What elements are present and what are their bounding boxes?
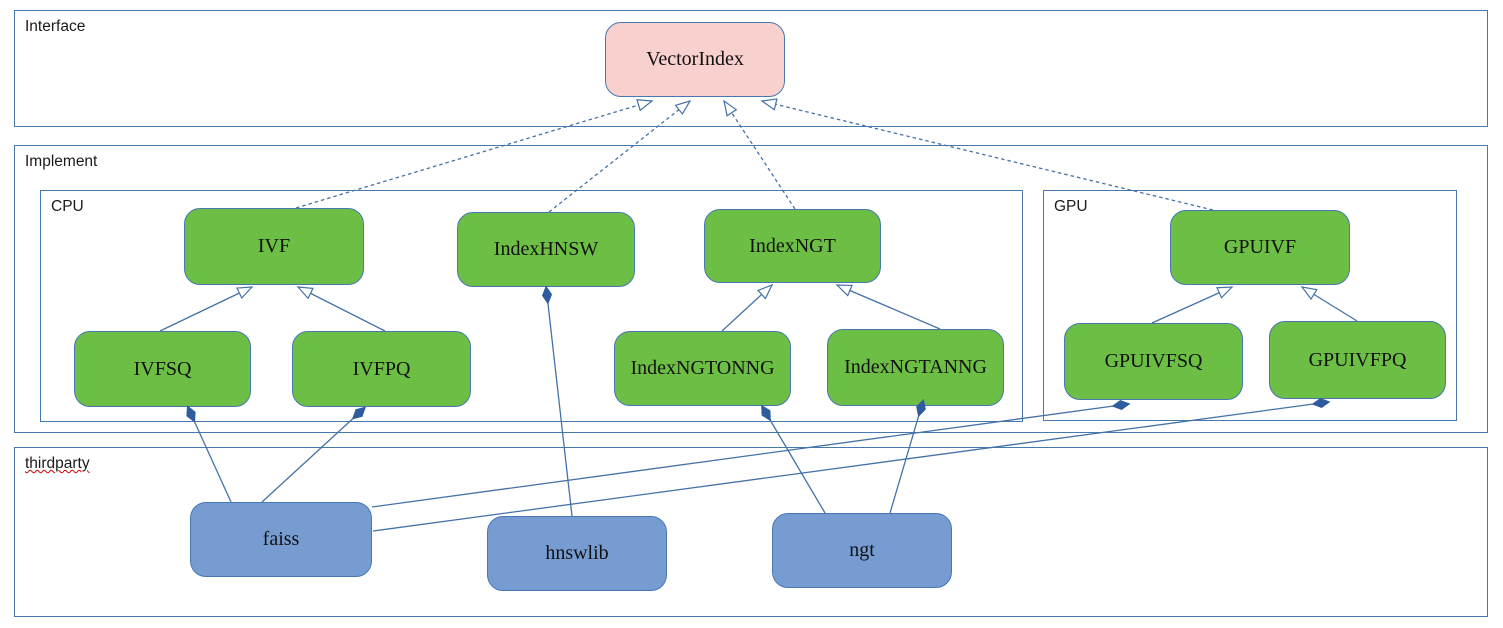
node-label-ivf: IVF	[257, 235, 291, 257]
node-label-ivfsq: IVFSQ	[133, 357, 192, 380]
node-vectorindex: VectorIndex	[605, 22, 785, 97]
node-gpuivfpq: GPUIVFPQ	[1269, 321, 1446, 399]
node-label-indexngtanng: IndexNGTANNG	[844, 356, 987, 378]
node-ivf: IVF	[184, 208, 364, 285]
node-label-faiss: faiss	[262, 528, 300, 550]
section-label-cpu: CPU	[51, 198, 84, 215]
section-label-implement: Implement	[25, 153, 98, 170]
node-label-gpuivf: GPUIVF	[1223, 236, 1297, 258]
section-label-interface: Interface	[25, 18, 86, 35]
node-label-indexngtonng: IndexNGTONNG	[630, 357, 775, 379]
section-label-gpu: GPU	[1054, 198, 1088, 215]
node-label-ivfpq: IVFPQ	[352, 357, 411, 380]
node-gpuivfsq: GPUIVFSQ	[1064, 323, 1243, 400]
node-indexngt: IndexNGT	[704, 209, 881, 283]
node-faiss: faiss	[190, 502, 372, 577]
node-label-indexngt: IndexNGT	[749, 234, 836, 257]
node-label-vectorindex: VectorIndex	[646, 48, 744, 70]
node-label-gpuivfsq: GPUIVFSQ	[1104, 350, 1203, 372]
node-ngt: ngt	[772, 513, 952, 588]
node-label-hnswlib: hnswlib	[545, 542, 609, 564]
node-indexhnsw: IndexHNSW	[457, 212, 635, 287]
node-indexngtonng: IndexNGTONNG	[614, 331, 791, 406]
node-label-ngt: ngt	[849, 539, 875, 561]
node-hnswlib: hnswlib	[487, 516, 667, 591]
node-ivfsq: IVFSQ	[74, 331, 251, 407]
node-label-indexhnsw: IndexHNSW	[493, 238, 599, 260]
node-gpuivf: GPUIVF	[1170, 210, 1350, 285]
node-indexngtanng: IndexNGTANNG	[827, 329, 1004, 406]
node-ivfpq: IVFPQ	[292, 331, 471, 407]
node-label-gpuivfpq: GPUIVFPQ	[1308, 348, 1407, 371]
section-label-thirdparty: thirdparty	[25, 455, 90, 472]
